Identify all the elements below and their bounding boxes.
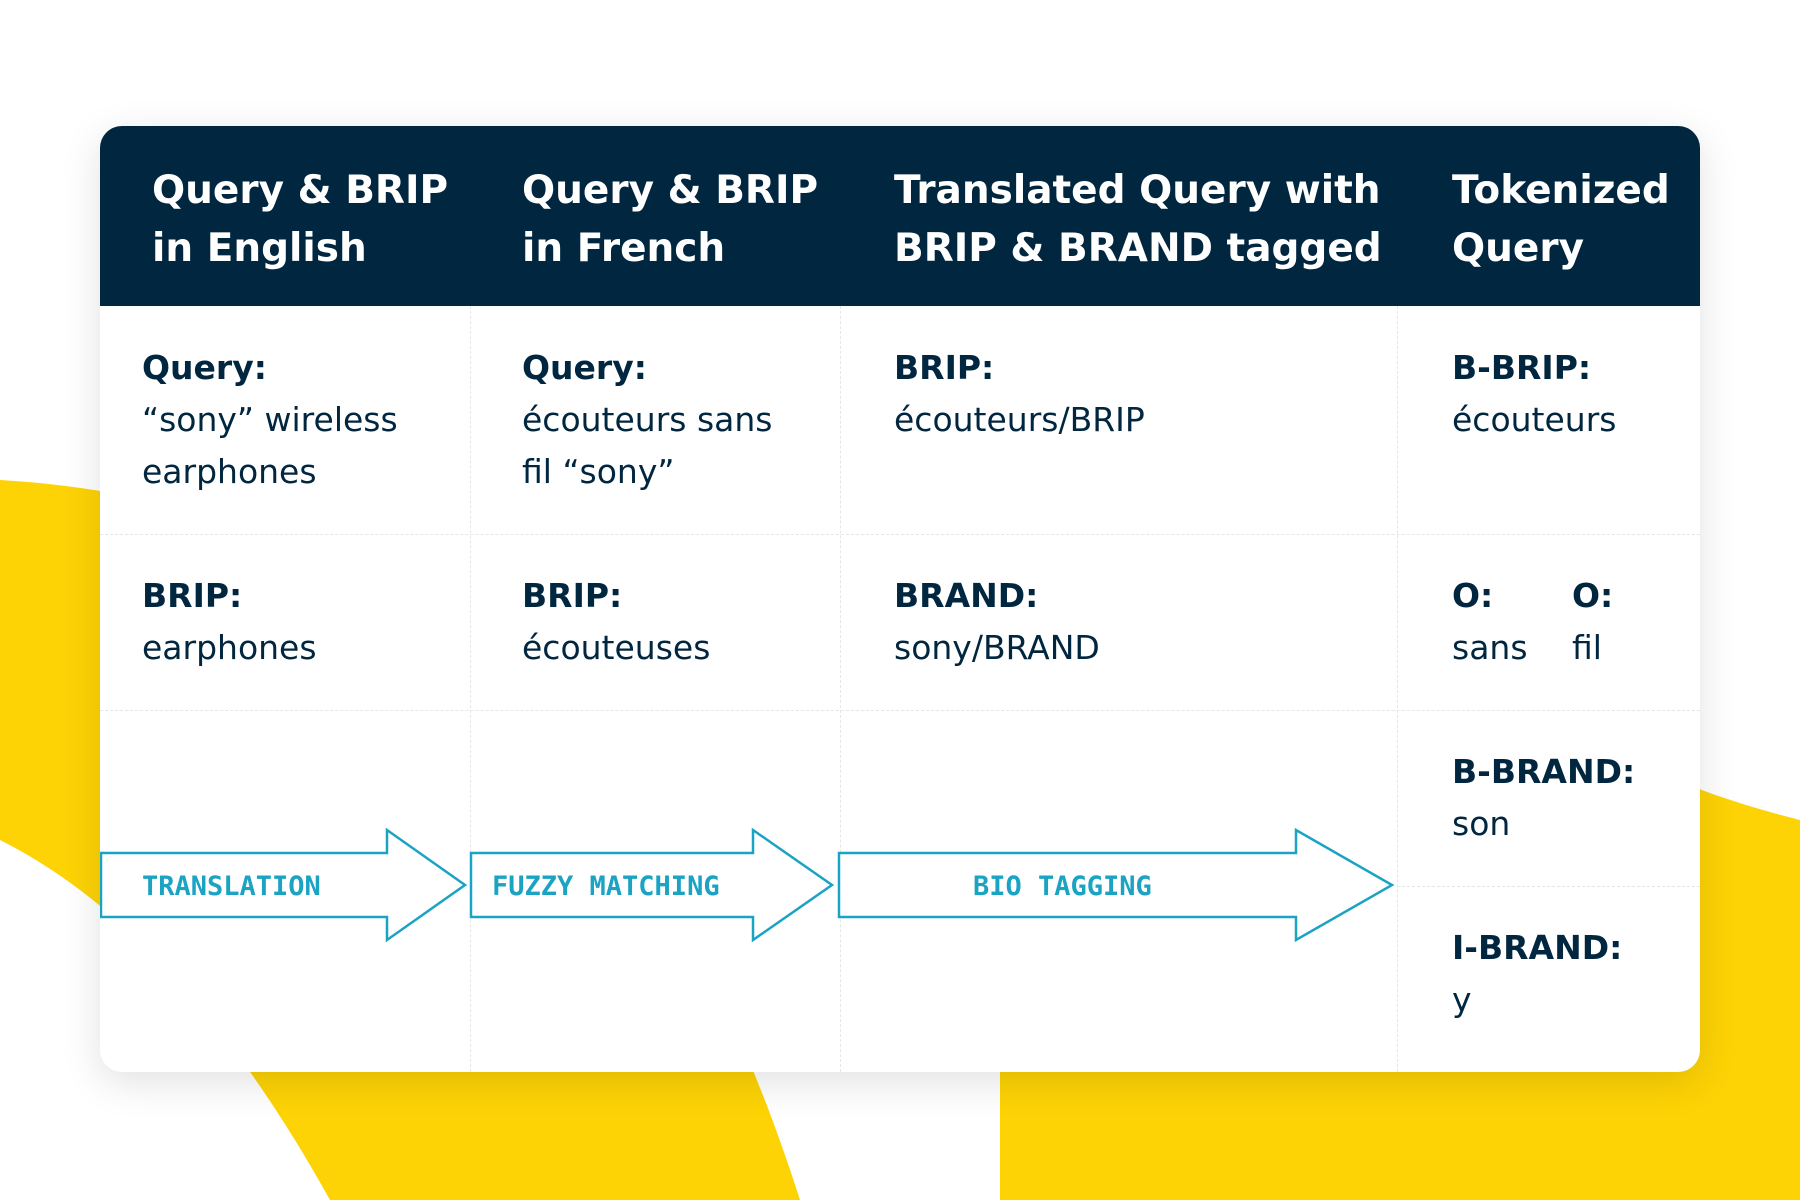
bio-tagging-label: BIO TAGGING [973, 871, 1152, 902]
column-divider [1397, 306, 1398, 1072]
arrow-right-icon [469, 827, 835, 943]
arrow-right-icon [100, 827, 468, 943]
french-brip-value: écouteuses [522, 628, 711, 667]
token-b-brand-value: son [1452, 804, 1511, 843]
column-divider [840, 306, 841, 1072]
row-divider [100, 710, 1700, 711]
tagged-brip-value: écouteurs/BRIP [894, 400, 1145, 439]
token-i-brand-label: I-BRAND: [1452, 928, 1623, 967]
token-b-brand-cell: B-BRAND: son [1452, 746, 1635, 850]
token-o-value: sans [1452, 628, 1528, 667]
token-o-label: O: [1572, 576, 1614, 615]
column-divider [470, 306, 471, 1072]
fuzzy-matching-arrow: FUZZY MATCHING [469, 827, 835, 943]
translation-arrow: TRANSLATION [100, 827, 468, 943]
row-divider [100, 534, 1700, 535]
token-b-brip-cell: B-BRIP: écouteurs [1452, 342, 1616, 446]
token-b-brip-label: B-BRIP: [1452, 348, 1592, 387]
english-query-cell: Query: “sony” wireless earphones [142, 342, 398, 498]
tagged-brand-label: BRAND: [894, 576, 1039, 615]
bio-tagging-arrow: BIO TAGGING [837, 827, 1395, 943]
french-brip-cell: BRIP: écouteuses [522, 570, 710, 674]
english-brip-value: earphones [142, 628, 317, 667]
french-query-value: écouteurs sans fil “sony” [522, 400, 773, 491]
french-query-label: Query: [522, 348, 647, 387]
fuzzy-matching-label: FUZZY MATCHING [492, 871, 720, 902]
english-brip-cell: BRIP: earphones [142, 570, 317, 674]
tagged-brand-cell: BRAND: sony/BRAND [894, 570, 1100, 674]
token-o-sans-cell: O: sans [1452, 570, 1528, 674]
english-query-value: “sony” wireless earphones [142, 400, 398, 491]
tagged-brip-cell: BRIP: écouteurs/BRIP [894, 342, 1145, 446]
token-o-fil-cell: O: fil [1572, 570, 1613, 674]
process-arrows: TRANSLATION FUZZY MATCHING BIO TAGGING [100, 827, 1395, 943]
token-i-brand-value: y [1452, 980, 1472, 1019]
english-brip-label: BRIP: [142, 576, 243, 615]
header-query-brip-french: Query & BRIP in French [522, 168, 819, 271]
tagged-brip-label: BRIP: [894, 348, 995, 387]
french-query-cell: Query: écouteurs sans fil “sony” [522, 342, 772, 498]
token-i-brand-cell: I-BRAND: y [1452, 922, 1622, 1026]
arrow-right-icon [837, 827, 1395, 943]
english-query-label: Query: [142, 348, 267, 387]
token-b-brand-label: B-BRAND: [1452, 752, 1636, 791]
header-translated-query: Translated Query with BRIP & BRAND tagge… [894, 168, 1382, 271]
pipeline-table-card: Query & BRIP in English Query & BRIP in … [100, 126, 1700, 1072]
tagged-brand-value: sony/BRAND [894, 628, 1100, 667]
header-query-brip-english: Query & BRIP in English [152, 168, 449, 271]
token-o-value: fil [1572, 628, 1602, 667]
translation-label: TRANSLATION [142, 871, 321, 902]
french-brip-label: BRIP: [522, 576, 623, 615]
row-divider [1397, 886, 1700, 887]
table-header: Query & BRIP in English Query & BRIP in … [100, 126, 1700, 306]
token-o-label: O: [1452, 576, 1494, 615]
token-b-brip-value: écouteurs [1452, 400, 1617, 439]
header-tokenized-query: Tokenized Query [1452, 168, 1670, 271]
